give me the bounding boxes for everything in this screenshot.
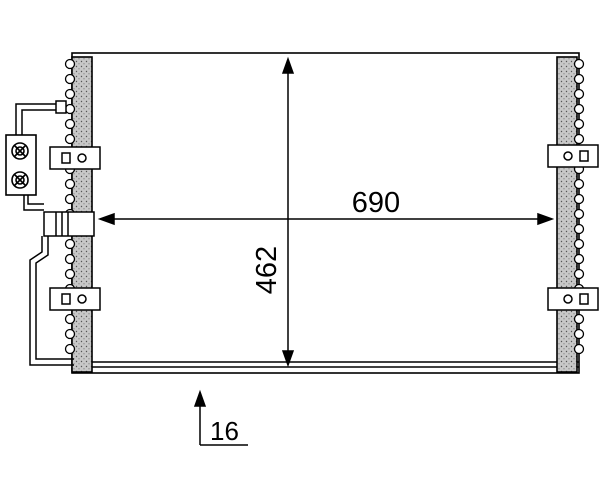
left-tank-bead (64, 343, 76, 355)
left-tank-bead (64, 118, 76, 130)
refrigerant-pipe-upper (15, 100, 67, 135)
left-mounting-bracket-bottom (49, 287, 101, 311)
right-tank-bead (573, 58, 585, 70)
right-tank-bead (573, 328, 585, 340)
right-tank-bead (573, 343, 585, 355)
height-dimension (281, 56, 295, 368)
thickness-indicator (193, 389, 248, 446)
left-tank-bead (64, 73, 76, 85)
right-tank-bead (573, 238, 585, 250)
right-tank-bead (573, 88, 585, 100)
width-dimension-label: 690 (352, 187, 400, 219)
left-tank-bead (64, 133, 76, 145)
thickness-label: 16 (210, 416, 239, 446)
right-tank-bead (573, 178, 585, 190)
refrigerant-pipe-lower (23, 195, 95, 366)
left-tank-bead (64, 238, 76, 250)
right-tank-bead (573, 313, 585, 325)
condenser-core (71, 52, 580, 374)
left-tank-bead (64, 253, 76, 265)
right-tank-bead (573, 208, 585, 220)
left-tank-bead (64, 178, 76, 190)
width-dimension (97, 212, 555, 226)
left-tank-bead (64, 103, 76, 115)
left-tank-bead (64, 58, 76, 70)
left-tank-bead (64, 193, 76, 205)
right-mounting-bracket-top (547, 144, 599, 168)
fitting-block (5, 134, 37, 196)
left-tank-bead (64, 268, 76, 280)
right-tank-bead (573, 103, 585, 115)
height-dimension-label: 462 (251, 246, 283, 294)
right-tank-bead (573, 268, 585, 280)
left-tank-bead (64, 313, 76, 325)
right-tank-bead (573, 253, 585, 265)
right-tank-bead (573, 118, 585, 130)
right-tank-bead (573, 193, 585, 205)
left-tank-bead (64, 88, 76, 100)
left-mounting-bracket-top (49, 146, 101, 170)
right-tank-bead (573, 73, 585, 85)
right-tank-bead (573, 223, 585, 235)
left-tank-bead (64, 328, 76, 340)
right-tank-bead (573, 133, 585, 145)
right-mounting-bracket-bottom (547, 287, 599, 311)
